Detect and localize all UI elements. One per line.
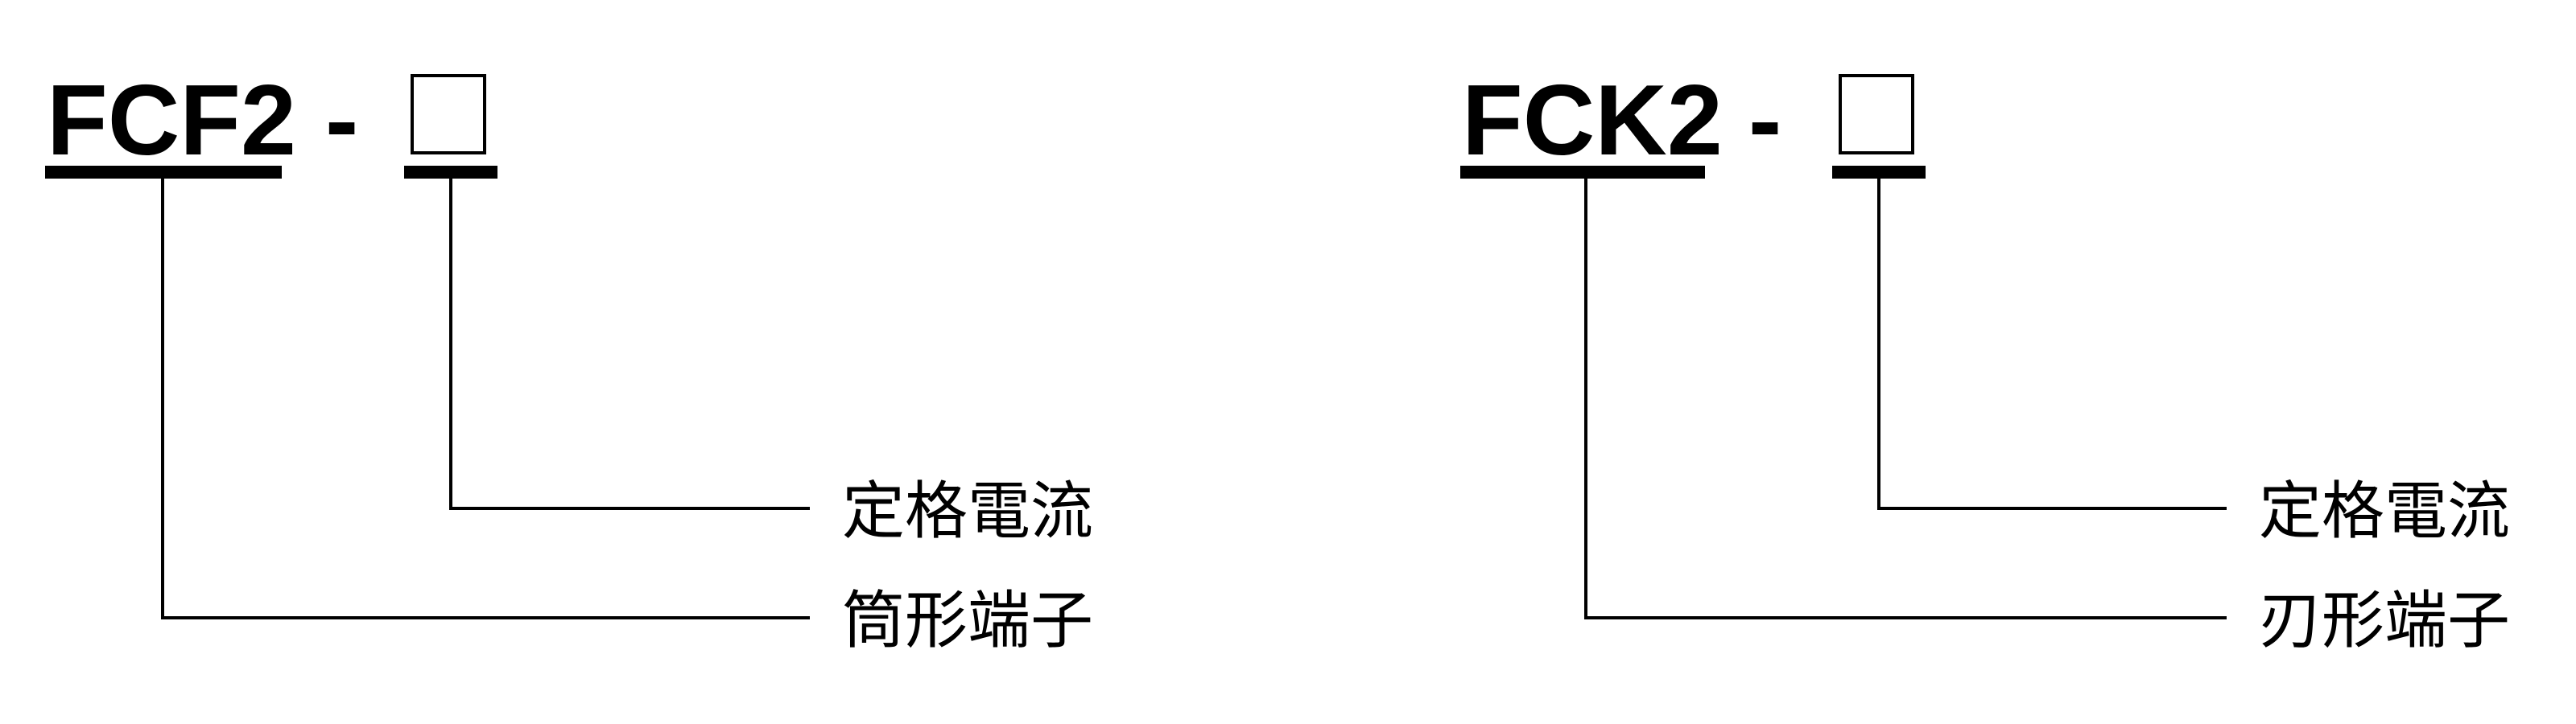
separator-dash: - [325, 65, 358, 176]
rating-label: 定格電流 [842, 475, 1093, 548]
rating-leader-line [449, 179, 810, 510]
rating-placeholder-box [1839, 74, 1914, 154]
box-underline [404, 166, 497, 179]
terminal-label: 筒形端子 [842, 585, 1093, 657]
model-code: FCF2 [47, 65, 296, 176]
model-code: FCK2 [1462, 65, 1723, 176]
code-underline [45, 166, 282, 179]
terminal-leader-line [161, 179, 810, 619]
terminal-leader-line [1584, 179, 2227, 619]
separator-dash: - [1748, 65, 1781, 176]
rating-leader-line [1877, 179, 2227, 510]
terminal-label: 刃形端子 [2259, 585, 2510, 657]
diagram-fck2: FCK2 - 定格電流 刃形端子 [1460, 65, 2510, 657]
rating-placeholder-box [411, 74, 486, 154]
rating-label: 定格電流 [2259, 475, 2510, 548]
diagram-fcf2: FCF2 - 定格電流 筒形端子 [45, 65, 1093, 657]
code-underline [1460, 166, 1705, 179]
box-underline [1832, 166, 1926, 179]
